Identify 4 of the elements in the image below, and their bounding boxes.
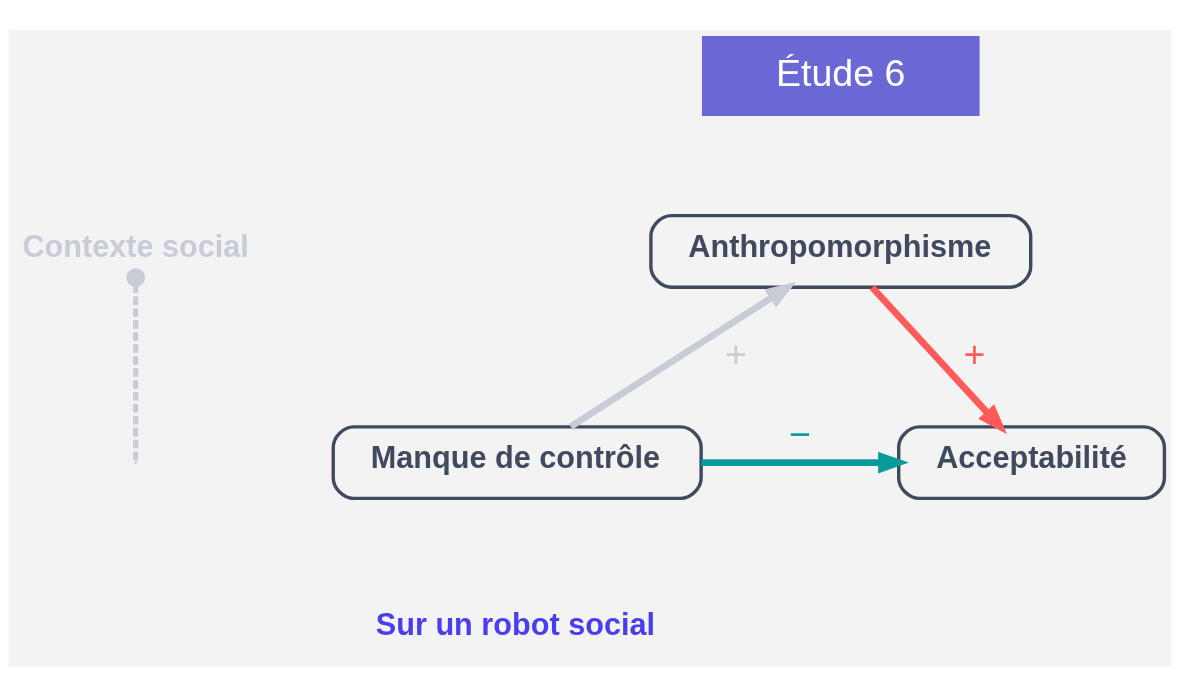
edge-label: − [788, 412, 811, 455]
edge-label: + [963, 332, 986, 375]
edge-label: + [725, 332, 747, 375]
node-label: Sur un robot social [375, 606, 656, 641]
